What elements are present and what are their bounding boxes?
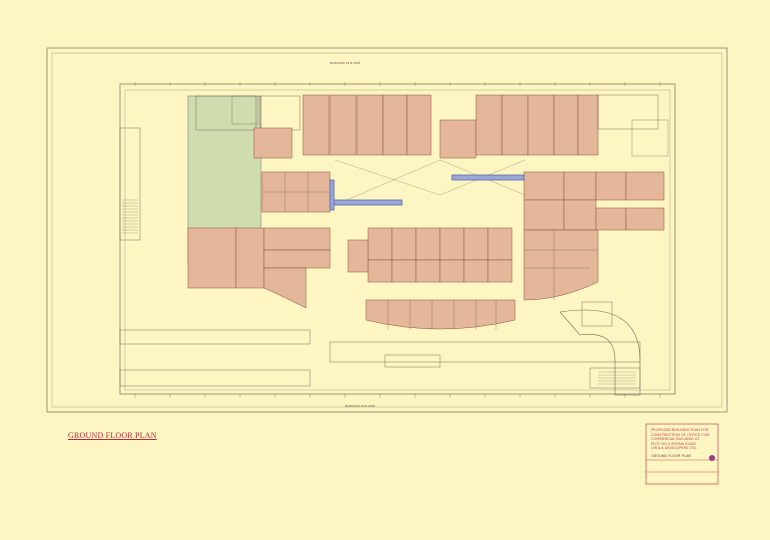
shop-top-left-corner [253,127,293,159]
atrium-diagonal [334,159,441,206]
island-bottom-4 [463,259,489,283]
shop-right-top-3 [625,171,665,201]
road-label: MAIN ROAD 45 M WIDE [330,61,360,65]
stair-right [581,301,613,327]
shop-left-0 [187,227,237,289]
title-block-line-1: PROPOSED BUILDING PLAN FOR [651,428,709,432]
logo-mark [709,455,715,461]
shop-top-left-4 [406,94,432,156]
island-top-2 [415,227,441,261]
shop-left-curved [263,267,307,309]
ramp-right-curved [559,309,641,396]
beam-right [451,174,525,181]
beam-left [331,199,403,206]
driveway-bottom [119,369,311,387]
beam-post [329,179,335,211]
island-bottom-3 [439,259,465,283]
title-block-line-5: CHOLA DEVELOPERS LTD. [651,446,698,451]
shop-right-mid-0 [523,199,565,231]
island-bottom-0 [367,259,393,283]
shop-right-mid-2 [595,207,627,231]
island-end-left [347,239,369,273]
shop-right-top-1 [563,171,597,201]
shop-top-left-3 [382,94,408,156]
shop-right-top-0 [523,171,565,201]
site-boundary-inner [51,52,723,408]
island-top-0 [367,227,393,261]
island-top-1 [391,227,417,261]
lift-block-right [631,119,669,157]
driveway-front [329,341,641,363]
title-block: PROPOSED BUILDING PLAN FOR CONSTRUCTION … [651,428,719,459]
shop-bottom-curved [365,299,516,330]
driveway-lower [119,329,311,345]
shop-left-1 [235,227,265,289]
shop-right-top-2 [595,171,627,201]
shop-top-right-0 [439,119,477,159]
plan-title: GROUND FLOOR PLAN [68,431,157,440]
shop-top-left-1 [329,94,357,156]
title-block-line-3: COMMERCIAL BUILDING AT [651,437,700,442]
island-bottom-2 [415,259,441,283]
shop-top-right-3 [527,94,555,156]
shop-top-left-2 [356,94,384,156]
site-boundary [46,47,728,413]
lift-block-left [231,95,259,125]
shop-left-3 [263,249,331,269]
shop-left-2 [263,227,331,251]
service-block-right [597,94,659,130]
ramp-right-lower [589,367,641,389]
shop-top-right-1 [475,94,503,156]
toilet-block-left [259,95,301,131]
entry-gate [384,354,441,368]
shop-top-right-4 [553,94,579,156]
title-block-frame [645,423,719,485]
service-block-left [195,95,257,131]
shop-right-mid-1 [563,199,597,231]
ramp-left [119,127,141,241]
island-bottom-5 [487,259,513,283]
title-block-subline: GROUND FLOOR PLAN [651,453,691,458]
shop-right-curved [523,229,599,301]
atrium-diagonal [334,159,441,196]
title-block-line-2: CONSTRUCTION OF OFFICE CUM [651,432,710,437]
shop-top-right-5 [577,94,599,156]
island-top-4 [463,227,489,261]
island-top-3 [439,227,465,261]
shop-right-mid-3 [625,207,665,231]
shop-top-right-2 [501,94,529,156]
shop-top-left-0 [302,94,330,156]
road-label: MAIN ROAD 45 M WIDE [345,404,375,408]
island-top-5 [487,227,513,261]
island-bottom-1 [391,259,417,283]
title-block-line-4: PLOT NO.4 SOHNA ROAD [651,441,696,446]
